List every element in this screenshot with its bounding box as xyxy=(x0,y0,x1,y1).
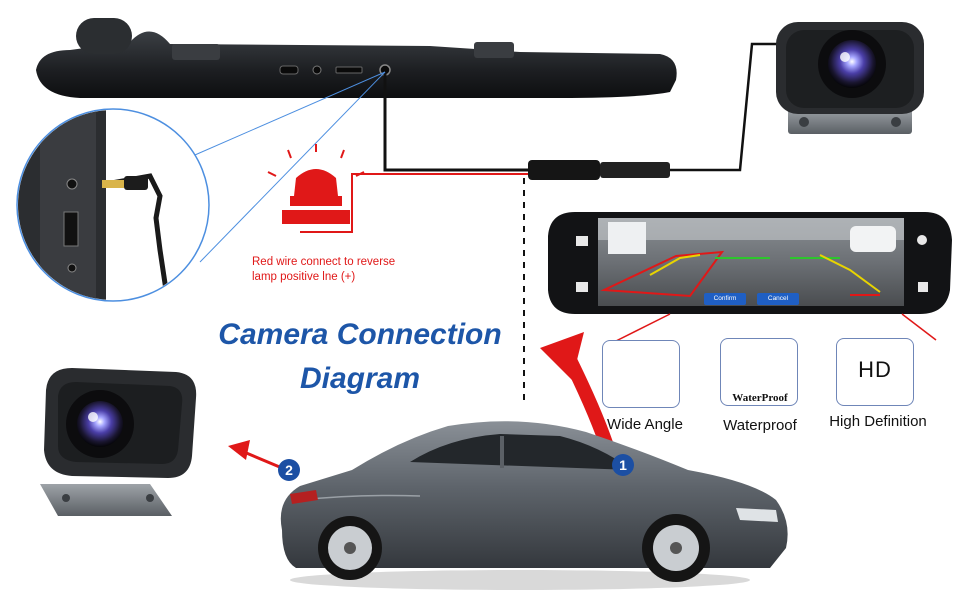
rear-camera-left xyxy=(40,368,197,516)
cancel-button[interactable]: Cancel xyxy=(757,293,799,305)
hd-box xyxy=(836,338,914,406)
black-video-cable xyxy=(383,74,528,172)
confirm-button[interactable]: Confirm xyxy=(704,293,746,305)
mirror-unit-top-view xyxy=(36,18,677,99)
rear-camera-top xyxy=(776,22,924,134)
camera-cable xyxy=(670,42,790,172)
waterproof-box xyxy=(720,338,798,406)
hd-icon-text: HD xyxy=(858,357,892,382)
cable-connector xyxy=(528,160,670,180)
red-reverse-wire xyxy=(300,173,528,233)
wire-note-line2: lamp positive lne (+) xyxy=(252,271,356,283)
rear-badge: 2 xyxy=(278,459,300,481)
diagram-title-line1: Camera Connection xyxy=(218,318,502,351)
reverse-lamp-icon xyxy=(267,144,365,224)
waterproof-icon-text: WaterProof xyxy=(732,392,788,404)
av-port-zoom-callout xyxy=(16,71,386,302)
front-badge: 1 xyxy=(612,454,634,476)
arrow-to-camera xyxy=(228,440,283,470)
wire-note-line1: Red wire connect to reverse xyxy=(252,256,396,268)
wide-angle-box xyxy=(602,340,680,408)
wide-angle-label: Wide Angle xyxy=(607,416,683,433)
mirror-screen-unit xyxy=(548,212,952,314)
diagram-title-line2: Diagram xyxy=(299,362,421,395)
car-illustration xyxy=(280,421,788,590)
hd-label: High Definition xyxy=(829,413,927,430)
waterproof-label: Waterproof xyxy=(723,417,797,434)
